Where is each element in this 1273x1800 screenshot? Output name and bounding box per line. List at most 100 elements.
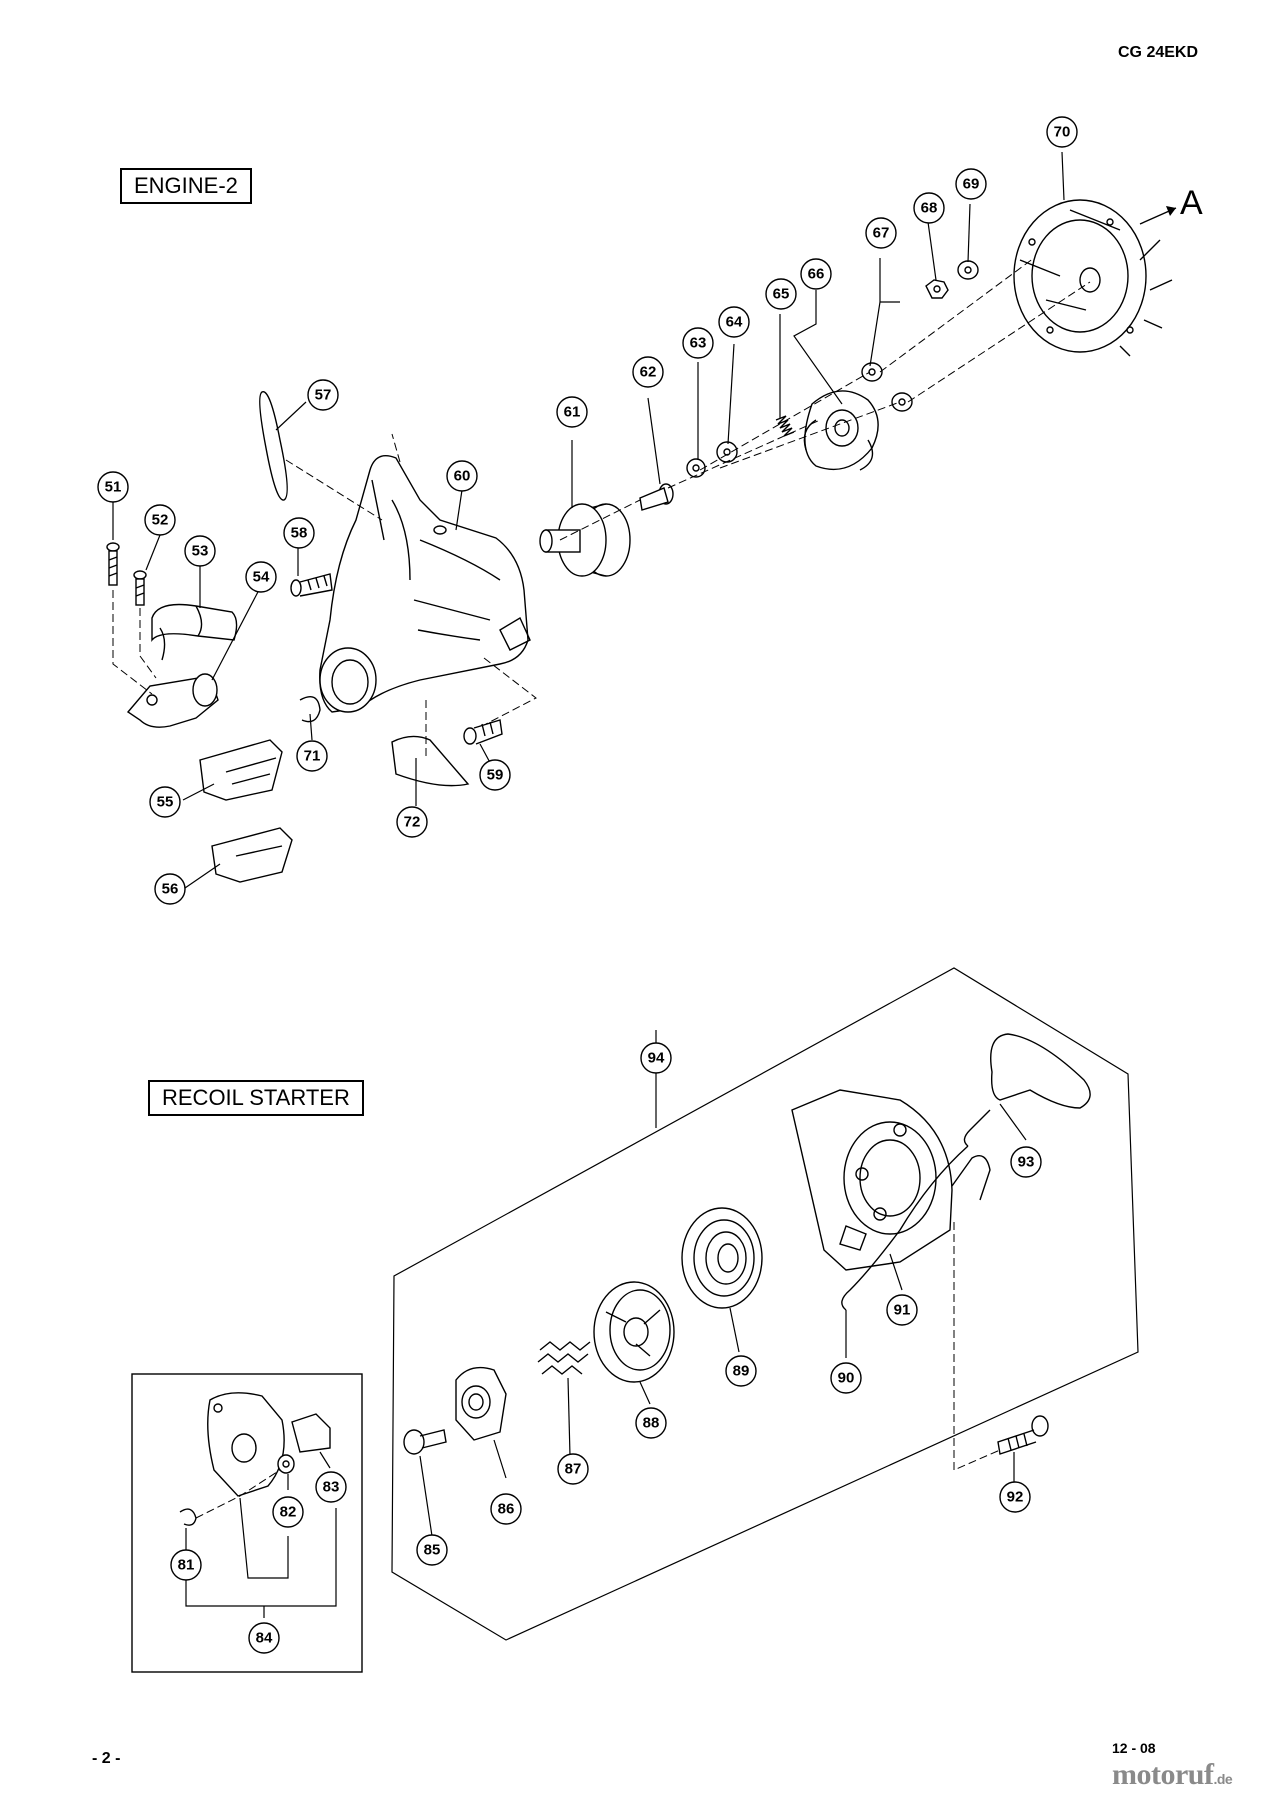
handle-93 xyxy=(963,1033,1091,1147)
svg-text:63: 63 xyxy=(690,335,707,352)
callout-bubbles: 51 52 53 54 55 56 57 58 59 60 61 62 63 6… xyxy=(97,116,1078,1654)
callout-87: 87 xyxy=(557,1453,589,1485)
bolt-92 xyxy=(997,1415,1049,1455)
svg-text:92: 92 xyxy=(1007,1489,1024,1506)
callout-91: 91 xyxy=(886,1294,918,1326)
callout-59: 59 xyxy=(479,759,511,791)
nut-68 xyxy=(925,279,949,299)
washer-69 xyxy=(957,260,979,280)
callout-52: 52 xyxy=(144,504,176,536)
sleeve-53 xyxy=(151,603,238,661)
callout-86: 86 xyxy=(490,1493,522,1525)
callout-65: 65 xyxy=(765,278,797,310)
pin-85 xyxy=(403,1429,447,1455)
svg-text:94: 94 xyxy=(648,1050,665,1067)
clutch-66 xyxy=(803,390,879,471)
callout-72: 72 xyxy=(396,806,428,838)
section-reference-letter: A xyxy=(1180,184,1203,222)
section-a-arrowhead xyxy=(1166,206,1176,216)
washer-63 xyxy=(686,458,706,478)
spring-clip-87 xyxy=(537,1341,591,1375)
clamp-56 xyxy=(211,827,293,883)
washer-67b xyxy=(891,392,913,412)
callout-62: 62 xyxy=(632,356,664,388)
svg-text:51: 51 xyxy=(105,479,122,496)
svg-text:55: 55 xyxy=(157,794,174,811)
revision-date: 12 - 08 xyxy=(1112,1740,1156,1756)
svg-text:89: 89 xyxy=(733,1363,750,1380)
ratchet-83 xyxy=(291,1413,331,1453)
watermark-text: motoruf xyxy=(1112,1758,1214,1791)
callout-64: 64 xyxy=(718,306,750,338)
callout-67: 67 xyxy=(865,217,897,249)
section-title-engine: ENGINE-2 xyxy=(120,168,252,204)
screw-58 xyxy=(290,573,333,597)
screw-59 xyxy=(463,719,503,745)
callout-61: 61 xyxy=(556,396,588,428)
callout-84: 84 xyxy=(248,1622,280,1654)
svg-text:86: 86 xyxy=(498,1501,515,1518)
svg-text:91: 91 xyxy=(894,1302,911,1319)
clip-81 xyxy=(179,1508,197,1526)
callout-60: 60 xyxy=(446,460,478,492)
clamp-54 xyxy=(126,673,219,728)
callout-56: 56 xyxy=(154,873,186,905)
callout-85: 85 xyxy=(416,1534,448,1566)
callout-94: 94 xyxy=(640,1042,672,1074)
callout-88: 88 xyxy=(635,1407,667,1439)
callout-93: 93 xyxy=(1010,1146,1042,1178)
svg-text:84: 84 xyxy=(256,1630,273,1647)
svg-text:60: 60 xyxy=(454,468,471,485)
svg-text:61: 61 xyxy=(564,404,581,421)
svg-text:70: 70 xyxy=(1054,124,1071,141)
svg-text:64: 64 xyxy=(726,314,743,331)
page-number: - 2 - xyxy=(92,1750,121,1767)
washer-67a xyxy=(861,362,883,382)
svg-text:65: 65 xyxy=(773,286,790,303)
rope-90 xyxy=(841,1145,969,1311)
watermark-logo: motoruf.de xyxy=(1112,1758,1233,1792)
callout-82: 82 xyxy=(272,1496,304,1528)
svg-text:56: 56 xyxy=(162,881,179,898)
svg-text:71: 71 xyxy=(304,748,321,765)
callout-55: 55 xyxy=(149,786,181,818)
hub-86 xyxy=(455,1366,507,1441)
callout-57: 57 xyxy=(307,379,339,411)
svg-text:67: 67 xyxy=(873,225,890,242)
screw-52 xyxy=(133,570,147,606)
starter-case-91 xyxy=(791,1089,991,1271)
callout-71: 71 xyxy=(296,740,328,772)
callout-81: 81 xyxy=(170,1549,202,1581)
circlip-71 xyxy=(299,696,321,723)
recoil-spring-89 xyxy=(681,1207,763,1309)
bolt-62 xyxy=(639,483,674,511)
callout-63: 63 xyxy=(682,327,714,359)
gasket-57 xyxy=(259,391,288,501)
svg-text:69: 69 xyxy=(963,176,980,193)
flywheel-70 xyxy=(1013,199,1173,357)
callout-54: 54 xyxy=(245,561,277,593)
callout-68: 68 xyxy=(913,192,945,224)
screw-51 xyxy=(106,542,120,586)
inset-box xyxy=(131,1373,363,1673)
leader-lines xyxy=(112,151,1065,1618)
section-title-recoil-starter: RECOIL STARTER xyxy=(148,1080,364,1116)
svg-text:66: 66 xyxy=(808,266,825,283)
callout-92: 92 xyxy=(999,1481,1031,1513)
svg-text:83: 83 xyxy=(323,1479,340,1496)
svg-text:68: 68 xyxy=(921,200,938,217)
svg-text:93: 93 xyxy=(1018,1154,1035,1171)
spring-82 xyxy=(277,1454,295,1474)
callout-51: 51 xyxy=(97,471,129,503)
model-number: CG 24EKD xyxy=(1118,44,1199,61)
callout-89: 89 xyxy=(725,1355,757,1387)
callout-66: 66 xyxy=(800,258,832,290)
reel-88 xyxy=(593,1281,675,1383)
svg-text:87: 87 xyxy=(565,1461,582,1478)
spring-65 xyxy=(775,415,795,437)
callout-70: 70 xyxy=(1046,116,1078,148)
svg-text:62: 62 xyxy=(640,364,657,381)
clutch-drum-61 xyxy=(539,503,631,577)
